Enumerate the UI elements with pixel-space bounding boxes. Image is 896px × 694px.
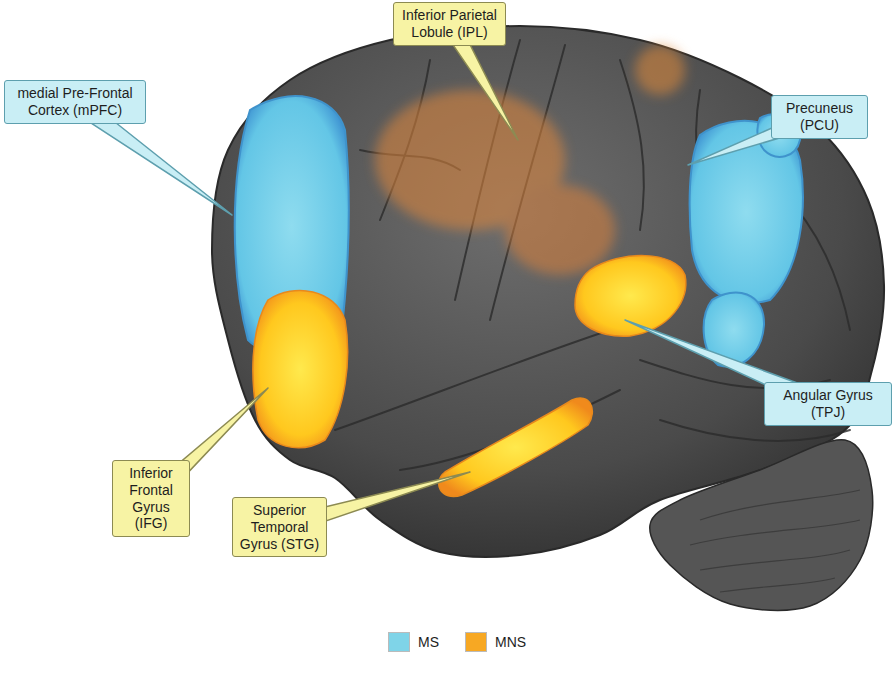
callout-box: Superior Temporal Gyrus (STG) <box>232 497 327 557</box>
region-label: Superior Temporal Gyrus (STG) <box>238 502 321 552</box>
callout-box: medial Pre-Frontal Cortex (mPFC) <box>4 80 146 124</box>
mns-diffuse-area <box>375 45 685 275</box>
legend: MS MNS <box>388 632 552 652</box>
callout-box: Inferior Frontal Gyrus (IFG) <box>112 460 190 537</box>
region-label: Angular Gyrus (TPJ) <box>770 387 886 421</box>
callout-box: Precuneus (PCU) <box>771 95 868 139</box>
region-label: Precuneus (PCU) <box>777 100 862 134</box>
callout-box: Angular Gyrus (TPJ) <box>764 382 892 426</box>
legend-item: MNS <box>465 632 526 652</box>
legend-swatch <box>388 632 410 652</box>
callout-box: Inferior Parietal Lobule (IPL) <box>393 2 506 46</box>
mns-regions <box>253 256 686 497</box>
legend-label: MNS <box>495 634 526 650</box>
cerebellum <box>650 440 873 611</box>
legend-label: MS <box>418 634 439 650</box>
region-label: Inferior Frontal Gyrus (IFG) <box>118 465 184 532</box>
legend-swatch <box>465 632 487 652</box>
region-label: medial Pre-Frontal Cortex (mPFC) <box>10 85 140 119</box>
legend-item: MS <box>388 632 439 652</box>
region-label: Inferior Parietal Lobule (IPL) <box>399 7 500 41</box>
cerebellum-folds <box>690 490 860 592</box>
